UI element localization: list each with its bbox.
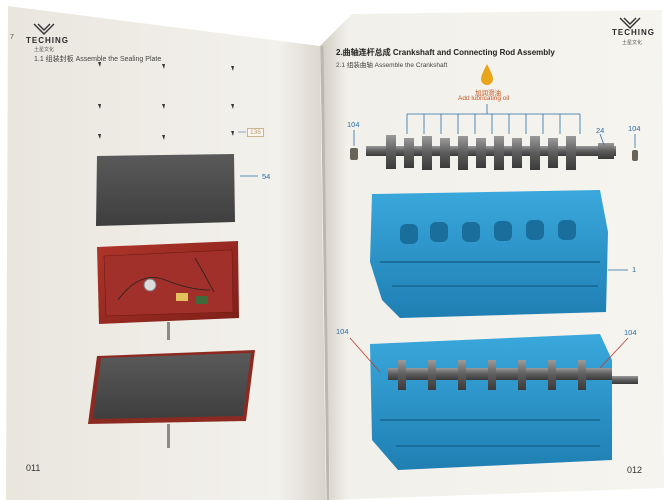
cover-pin [167, 424, 170, 448]
engine-block-assembly [370, 334, 638, 470]
brand-name-left: TECHING [26, 36, 69, 45]
callout-line-104-assembly-right [599, 337, 629, 369]
callout-104-assembly-left: 104 [336, 327, 349, 336]
crankshaft [366, 135, 616, 170]
callout-136: 136 [247, 128, 264, 137]
oil-hint-cn: 加润滑油 [475, 90, 501, 97]
brand-logo-right [619, 17, 641, 29]
engine-block-top [370, 190, 608, 318]
brand-name-right: TECHING [612, 28, 655, 37]
left-subtitle: 1.1 组装封板 Assemble the Sealing Plate [34, 56, 162, 63]
brand-logo-left [33, 23, 55, 35]
callout-line-24 [599, 133, 605, 146]
oil-drop-icon [481, 64, 493, 85]
bearing-right [632, 150, 638, 161]
panel-components [117, 257, 215, 340]
red-panel-inner [103, 249, 234, 317]
oil-hint-en: Add lubricating oil [458, 95, 510, 102]
callout-104-left: 104 [347, 120, 360, 129]
callout-24: 24 [596, 126, 605, 135]
callout-104-right: 104 [628, 124, 641, 133]
brand-tagline-left: 土星文化 [34, 47, 55, 53]
spine-shadow [320, 45, 330, 500]
right-page-number: 012 [627, 465, 643, 475]
left-page-number: 011 [26, 463, 41, 473]
page-marker: 7 [10, 34, 14, 41]
callout-54: 54 [262, 172, 271, 181]
closed-cover-top [93, 353, 251, 419]
right-subtitle: 2.1 组装曲轴 Assemble the Crankshaft [336, 62, 448, 69]
callout-104-assembly-right: 104 [624, 328, 637, 337]
sealing-plate [96, 154, 235, 226]
oil-bracket [406, 113, 581, 134]
bearing-left [350, 148, 358, 160]
right-section-title: 2.曲轴连杆总成 Crankshaft and Connecting Rod A… [336, 48, 555, 57]
brand-tagline-right: 土星文化 [622, 40, 643, 46]
callout-line-104-assembly-left [349, 337, 381, 373]
callout-1: 1 [632, 265, 637, 274]
